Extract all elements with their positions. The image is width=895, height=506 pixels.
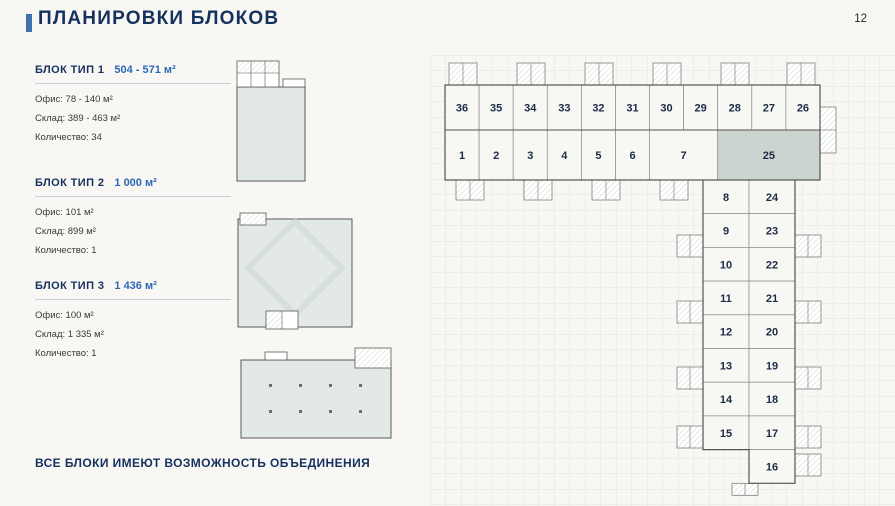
block-type-3-panel: БЛОК ТИП 3 1 436 м² Офис: 100 м² Склад: … bbox=[35, 280, 231, 363]
site-block-number: 31 bbox=[626, 103, 638, 115]
site-block bbox=[717, 84, 753, 131]
site-block-number: 29 bbox=[695, 103, 707, 115]
spec-quantity: Количество: 34 bbox=[35, 132, 102, 143]
site-block-number: 1 bbox=[459, 150, 465, 162]
site-block-number: 21 bbox=[766, 293, 778, 305]
entry-units bbox=[448, 62, 837, 496]
building-outlines bbox=[444, 84, 821, 484]
spec-office: Офис: 101 м² bbox=[35, 207, 94, 218]
site-block bbox=[748, 247, 796, 282]
block-type-name: БЛОК ТИП 3 bbox=[35, 280, 105, 292]
block-type-1-panel: БЛОК ТИП 1 504 - 571 м² Офис: 78 - 140 м… bbox=[35, 64, 231, 147]
block-type-area: 1 436 м² bbox=[114, 280, 157, 292]
site-block bbox=[785, 84, 821, 131]
spec-office: Офис: 100 м² bbox=[35, 310, 94, 321]
block-type-area: 504 - 571 м² bbox=[114, 64, 176, 76]
block-type-specs: Офис: 100 м² Склад: 1 335 м² Количество:… bbox=[35, 306, 231, 363]
site-block-number: 12 bbox=[720, 327, 732, 339]
site-block-number: 14 bbox=[720, 394, 733, 406]
site-block-number: 22 bbox=[766, 259, 778, 271]
site-block bbox=[702, 348, 750, 383]
spec-warehouse: Склад: 1 335 м² bbox=[35, 329, 104, 340]
site-block-number: 9 bbox=[723, 226, 729, 238]
site-block-number: 20 bbox=[766, 327, 778, 339]
spec-office: Офис: 78 - 140 м² bbox=[35, 94, 113, 105]
spec-quantity: Количество: 1 bbox=[35, 245, 97, 256]
site-block bbox=[615, 129, 650, 181]
site-block-number: 4 bbox=[561, 150, 568, 162]
site-block-number: 5 bbox=[595, 150, 601, 162]
site-block-number: 3 bbox=[527, 150, 533, 162]
site-block-number: 17 bbox=[766, 428, 778, 440]
site-block-number: 24 bbox=[766, 192, 779, 204]
site-block-number: 16 bbox=[766, 461, 778, 473]
block-type-area: 1 000 м² bbox=[114, 177, 157, 189]
block-type-specs: Офис: 78 - 140 м² Склад: 389 - 463 м² Ко… bbox=[35, 90, 231, 147]
site-block-number: 28 bbox=[729, 103, 741, 115]
site-block bbox=[702, 280, 750, 316]
block-type-heading: БЛОК ТИП 3 1 436 м² bbox=[35, 280, 231, 300]
site-block-number: 15 bbox=[720, 428, 732, 440]
footer-note: ВСЕ БЛОКИ ИМЕЮТ ВОЗМОЖНОСТЬ ОБЪЕДИНЕНИЯ bbox=[35, 456, 371, 470]
site-block-number: 26 bbox=[797, 103, 809, 115]
spec-quantity: Количество: 1 bbox=[35, 348, 97, 359]
spec-warehouse: Склад: 899 м² bbox=[35, 226, 96, 237]
site-block-number: 8 bbox=[723, 192, 729, 204]
site-block bbox=[512, 129, 548, 181]
site-block-number: 6 bbox=[629, 150, 635, 162]
site-block bbox=[581, 129, 616, 181]
site-block-number: 27 bbox=[763, 103, 775, 115]
site-block bbox=[615, 84, 650, 131]
site-block bbox=[546, 129, 582, 181]
spec-warehouse: Склад: 389 - 463 м² bbox=[35, 113, 121, 124]
site-block bbox=[748, 179, 796, 215]
site-block-number: 30 bbox=[660, 103, 672, 115]
watermark-logo bbox=[244, 217, 346, 319]
site-block bbox=[751, 84, 787, 131]
site-block-number: 33 bbox=[558, 103, 570, 115]
site-block bbox=[702, 381, 750, 417]
block-type-heading: БЛОК ТИП 1 504 - 571 м² bbox=[35, 64, 231, 84]
site-block bbox=[444, 84, 480, 131]
site-block-number: 19 bbox=[766, 360, 778, 372]
site-block-number: 18 bbox=[766, 394, 778, 406]
site-block-number: 7 bbox=[681, 150, 687, 162]
title-accent-bar bbox=[26, 14, 32, 32]
site-block-number: 36 bbox=[456, 103, 468, 115]
column-grid-dots bbox=[269, 384, 362, 413]
block-type-2-floorplan bbox=[237, 212, 353, 330]
block-type-name: БЛОК ТИП 1 bbox=[35, 64, 105, 76]
site-block-number: 10 bbox=[720, 259, 732, 271]
site-block-number: 23 bbox=[766, 226, 778, 238]
site-block-number: 11 bbox=[720, 293, 732, 305]
site-block-number: 2 bbox=[493, 150, 499, 162]
block-type-specs: Офис: 101 м² Склад: 899 м² Количество: 1 bbox=[35, 203, 231, 260]
site-block-number: 13 bbox=[720, 360, 732, 372]
page-number: 12 bbox=[854, 13, 867, 25]
site-block bbox=[649, 129, 719, 181]
page-title: ПЛАНИРОВКИ БЛОКОВ bbox=[38, 8, 280, 29]
site-block-number: 32 bbox=[592, 103, 604, 115]
site-block-number: 25 bbox=[763, 150, 775, 162]
block-type-3-floorplan bbox=[240, 347, 392, 439]
block-type-name: БЛОК ТИП 2 bbox=[35, 177, 105, 189]
site-block-number: 34 bbox=[524, 103, 537, 115]
block-type-1-floorplan bbox=[236, 60, 306, 182]
block-type-2-panel: БЛОК ТИП 2 1 000 м² Офис: 101 м² Склад: … bbox=[35, 177, 231, 260]
site-block bbox=[748, 348, 796, 383]
block-type-heading: БЛОК ТИП 2 1 000 м² bbox=[35, 177, 231, 197]
site-block-number: 35 bbox=[490, 103, 502, 115]
